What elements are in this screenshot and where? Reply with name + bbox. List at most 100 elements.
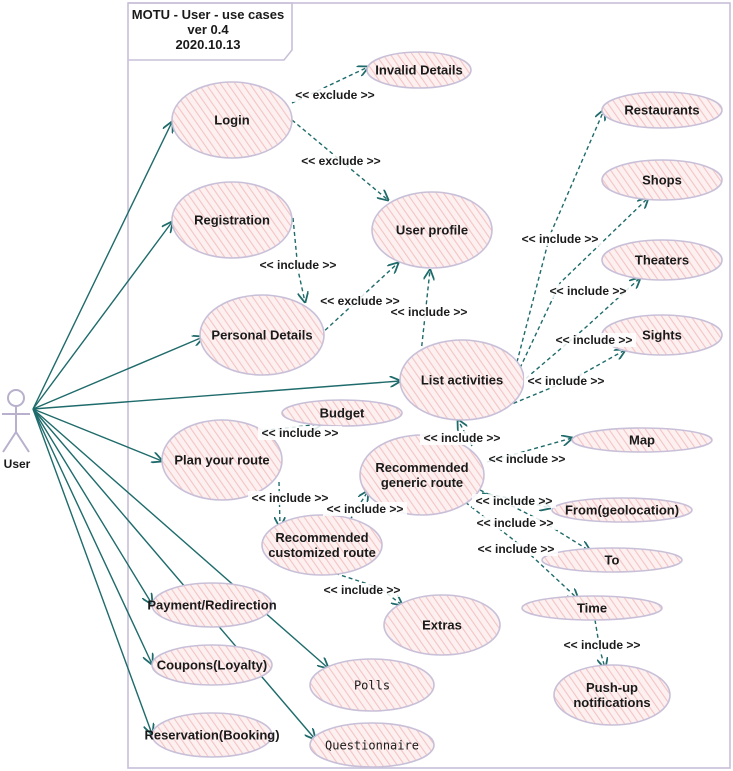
dependency-label: << include >> xyxy=(556,333,633,347)
use-case-map[interactable]: Map xyxy=(571,427,713,453)
dependency-label-bg xyxy=(420,431,504,445)
use-case-time[interactable]: Time xyxy=(521,595,663,621)
use-case-polls[interactable]: Polls xyxy=(309,658,435,712)
use-case-questionnaire[interactable]: Questionnaire xyxy=(309,722,435,768)
association-user-registration xyxy=(32,222,172,410)
use-case-reservation[interactable]: Reservation(Booking) xyxy=(144,712,280,758)
diagram-title-line-3: 2020.10.13 xyxy=(175,37,240,52)
dependency-label-bg xyxy=(387,305,471,319)
dependency-label-bg xyxy=(560,638,644,652)
use-case-ellipse xyxy=(309,658,435,712)
actor-user[interactable]: User xyxy=(2,389,31,471)
use-case-label: Sights xyxy=(642,328,682,343)
dependency-label: << include >> xyxy=(477,516,554,530)
use-case-budget[interactable]: Budget xyxy=(281,399,403,427)
dependency-label-bg xyxy=(258,426,342,440)
association-user-list-activities xyxy=(32,381,400,410)
dependency-label-bg xyxy=(552,333,636,347)
use-case-list-activities[interactable]: List activities xyxy=(399,339,525,421)
use-case-label: Polls xyxy=(354,679,390,693)
use-case-label: Theaters xyxy=(635,253,689,268)
dependency-label: << exclude >> xyxy=(320,294,399,308)
relationship-label-layer: << exclude >><< exclude >><< include >><… xyxy=(248,88,644,652)
use-case-plan-route[interactable]: Plan your route xyxy=(161,419,283,501)
dependency-label-bg xyxy=(524,374,608,388)
use-case-ellipse xyxy=(541,547,683,573)
use-case-ellipse xyxy=(151,644,273,686)
dependency-label-bg xyxy=(256,258,340,272)
use-case-label: Payment/Redirection xyxy=(147,598,276,613)
use-case-label: Extras xyxy=(422,618,462,633)
use-case-to[interactable]: To xyxy=(541,547,683,573)
actor-head-icon xyxy=(7,389,25,407)
dependency-label-bg xyxy=(518,232,602,246)
use-case-ellipse xyxy=(199,294,325,376)
dependency-label-bg xyxy=(318,294,402,308)
use-case-from-geo[interactable]: From(geolocation) xyxy=(551,497,693,523)
dependency-label-bg xyxy=(546,284,630,298)
use-case-login[interactable]: Login xyxy=(171,81,293,159)
dependency-customized-route-to-extras xyxy=(321,568,402,605)
use-case-theaters[interactable]: Theaters xyxy=(601,239,723,281)
use-case-ellipse xyxy=(171,181,293,259)
association-user-payment xyxy=(32,408,152,604)
dependency-label: << include >> xyxy=(424,431,501,445)
use-case-coupons[interactable]: Coupons(Loyalty) xyxy=(151,644,273,686)
dependency-label: << include >> xyxy=(324,583,401,597)
dependency-generic-route-to-time xyxy=(459,497,578,599)
use-case-user-profile[interactable]: User profile xyxy=(371,191,493,269)
use-case-ellipse xyxy=(161,419,283,501)
use-case-label: Personal Details xyxy=(211,328,312,343)
actor-leg-right xyxy=(15,431,30,453)
dependency-label: << exclude >> xyxy=(301,154,380,168)
use-case-ellipse xyxy=(171,81,293,159)
actor-leg-left xyxy=(2,431,17,453)
dependency-label: << include >> xyxy=(522,232,599,246)
diagram-title-line-2: ver 0.4 xyxy=(187,22,229,37)
use-case-ellipse xyxy=(601,159,723,201)
diagram-title-line-1: MOTU - User - use cases xyxy=(132,7,284,22)
use-case-invalid-details[interactable]: Invalid Details xyxy=(366,51,472,89)
use-case-label: Restaurants xyxy=(624,103,699,118)
use-case-label: Invalid Details xyxy=(375,63,462,78)
use-case-label: Login xyxy=(214,113,249,128)
dependency-label: << include >> xyxy=(391,305,468,319)
association-user-questionnaire xyxy=(32,408,315,739)
use-case-ellipse xyxy=(571,427,713,453)
use-case-payment[interactable]: Payment/Redirection xyxy=(147,582,277,628)
use-case-label: Reservation(Booking) xyxy=(144,728,279,743)
use-case-ellipse xyxy=(601,239,723,281)
use-case-ellipse xyxy=(309,722,435,768)
use-case-ellipse xyxy=(551,497,693,523)
dependency-list-activities-to-restaurants xyxy=(516,110,604,363)
dependency-label: << include >> xyxy=(564,638,641,652)
use-case-ellipse xyxy=(371,191,493,269)
dependency-list-activities-to-shops xyxy=(519,198,648,369)
association-user-personal-details xyxy=(32,337,203,410)
dependency-personal-details-to-user-profile xyxy=(319,263,398,336)
dependency-label: << include >> xyxy=(262,426,339,440)
use-case-registration[interactable]: Registration xyxy=(171,181,293,259)
use-case-personal-details[interactable]: Personal Details xyxy=(199,294,325,376)
association-user-login xyxy=(32,122,172,410)
dependency-label-bg xyxy=(473,516,557,530)
use-case-label: From(geolocation) xyxy=(565,503,679,518)
use-case-ellipse xyxy=(601,91,723,129)
system-boundary xyxy=(127,2,731,769)
use-case-restaurants[interactable]: Restaurants xyxy=(601,91,723,129)
use-case-ellipse xyxy=(521,595,663,621)
use-case-shops[interactable]: Shops xyxy=(601,159,723,201)
use-case-label: Shops xyxy=(642,173,682,188)
use-case-label: Plan your route xyxy=(174,453,269,468)
dependency-label-bg xyxy=(299,154,383,168)
dependency-label-bg xyxy=(293,88,377,102)
use-case-extras[interactable]: Extras xyxy=(383,594,501,656)
use-case-label: Budget xyxy=(320,406,365,421)
use-case-ellipse xyxy=(151,712,273,758)
use-case-label: Map xyxy=(629,433,655,448)
